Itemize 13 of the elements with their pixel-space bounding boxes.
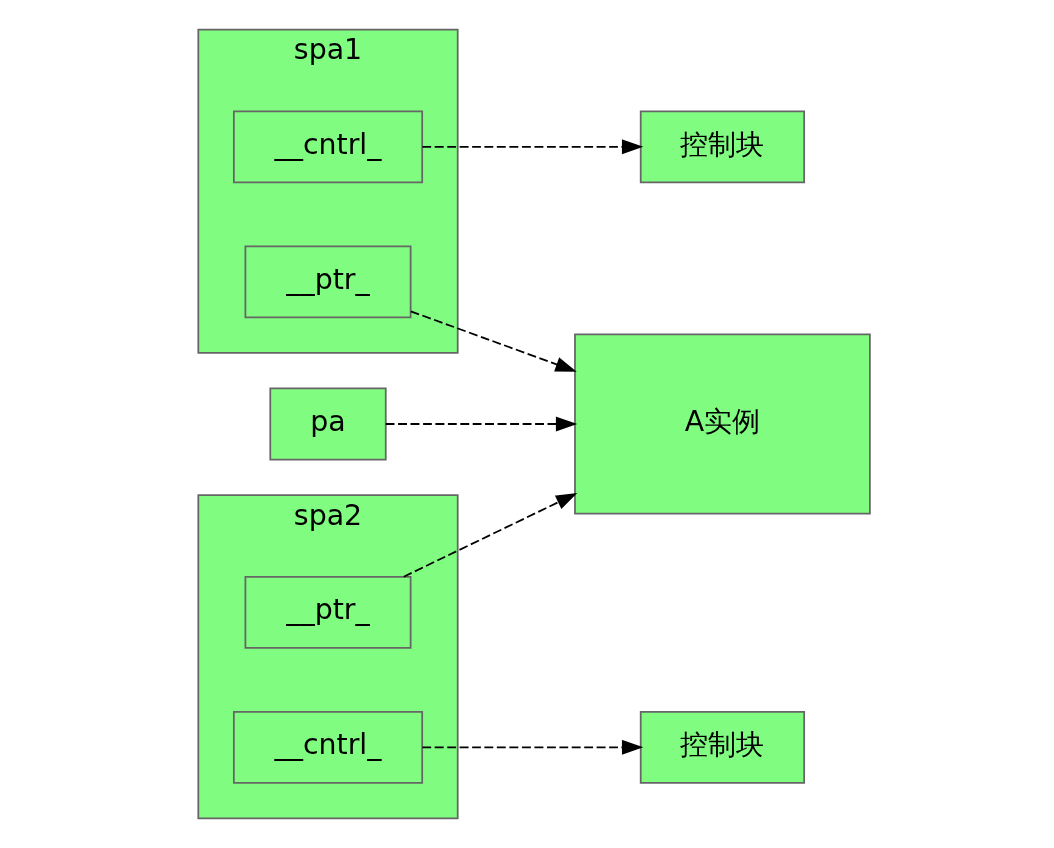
- node-box: __cntrl_: [232, 710, 424, 784]
- arrow: [409, 310, 577, 372]
- node-box: __ptr_: [244, 575, 412, 649]
- arrow: [402, 493, 578, 578]
- arrow: [384, 416, 578, 432]
- arrow: [421, 739, 644, 755]
- node-box: __ptr_: [244, 245, 412, 319]
- node-box: 控制块: [639, 110, 806, 184]
- node-box: pa: [269, 387, 387, 461]
- arrow: [421, 139, 644, 155]
- node-box: A实例: [574, 333, 871, 515]
- node-box: __cntrl_: [232, 110, 424, 184]
- node-box: 控制块: [639, 710, 806, 784]
